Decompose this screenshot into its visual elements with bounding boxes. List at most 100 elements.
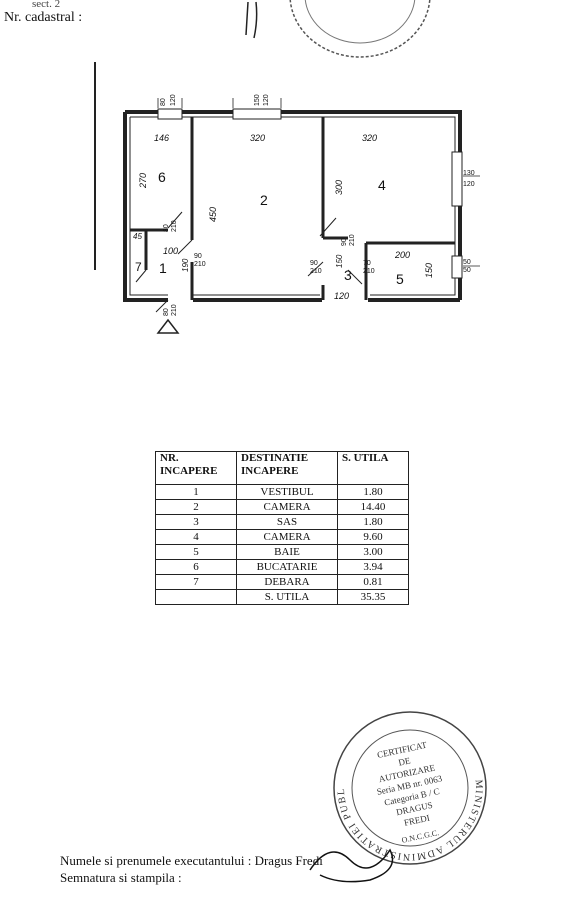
dim-h1: 100 xyxy=(163,246,178,256)
room-number-6: 6 xyxy=(158,169,166,185)
top-stamp-seal xyxy=(289,0,431,58)
header-nr: NR. INCAPERE xyxy=(155,451,237,485)
room-number-7: 7 xyxy=(135,260,142,274)
cell-nr: 5 xyxy=(155,544,237,560)
executant-name: Dragus Fredi xyxy=(254,853,323,868)
dim-w4: 320 xyxy=(362,133,377,143)
inner-walls xyxy=(130,117,455,300)
cell-nr xyxy=(155,589,237,605)
signature-icon xyxy=(309,848,394,883)
dim-win1a: 80 xyxy=(160,98,167,106)
dim-h6: 270 xyxy=(138,173,148,189)
dim-h2: 450 xyxy=(208,207,218,222)
cadastral-label: Nr. cadastral : xyxy=(4,10,83,25)
cell-nr: 2 xyxy=(155,499,237,515)
dim-w2: 320 xyxy=(250,133,265,143)
dim-d5b: 210 xyxy=(363,268,375,275)
cell-nr: 1 xyxy=(155,484,237,500)
dim-w6: 146 xyxy=(154,133,169,143)
doors xyxy=(135,211,363,313)
footer: Numele si prenumele executantului : Drag… xyxy=(60,852,323,886)
authorization-stamp: MINISTERUL ADMINISTRATIEI PUBLICE CERTIF… xyxy=(330,700,487,865)
outer-walls xyxy=(123,110,462,302)
cell-area: 3.94 xyxy=(337,559,409,575)
outer-walls-inner xyxy=(129,116,456,296)
cell-area: 3.00 xyxy=(337,544,409,560)
dim-w7: 45 xyxy=(133,232,142,241)
sect-label: sect. 2 xyxy=(32,0,61,10)
room-number-1: 1 xyxy=(159,260,167,276)
dim-h4: 300 xyxy=(334,180,344,195)
dimension-labels: 146 320 320 200 120 100 45 270 450 300 1… xyxy=(133,133,434,301)
cell-dest: SAS xyxy=(236,514,338,530)
cell-area: 9.60 xyxy=(337,529,409,545)
cell-nr: 3 xyxy=(155,514,237,530)
cell-total-area: 35.35 xyxy=(337,589,409,605)
windows xyxy=(157,108,463,279)
room-number-5: 5 xyxy=(396,271,404,287)
dim-d6b: 210 xyxy=(171,220,178,232)
dim-w3: 120 xyxy=(334,291,349,301)
dim-dEa: 80 xyxy=(163,308,170,316)
room-number-2: 2 xyxy=(260,192,268,208)
dim-d2a: 90 xyxy=(194,253,202,260)
dim-w5: 200 xyxy=(394,250,410,260)
executant-label: Numele si prenumele executantului : xyxy=(60,853,252,868)
dim-h5: 150 xyxy=(424,263,434,278)
dim-d3a: 90 xyxy=(310,260,318,267)
header-destinatie: DESTINATIE INCAPERE xyxy=(236,451,338,485)
cell-area: 1.80 xyxy=(337,484,409,500)
dim-win5a: 50 xyxy=(463,259,471,266)
cell-dest: DEBARA xyxy=(236,574,338,590)
cell-nr: 6 xyxy=(155,559,237,575)
cell-dest: VESTIBUL xyxy=(236,484,338,500)
signature-mark xyxy=(245,1,258,39)
dim-dEb: 210 xyxy=(171,304,178,316)
stamp-line: DE xyxy=(397,755,411,767)
dim-lines xyxy=(157,98,480,267)
table-header-row: NR. INCAPERE DESTINATIE INCAPERE S. UTIL… xyxy=(155,451,409,485)
room-number-3: 3 xyxy=(344,267,352,283)
dim-win4a: 130 xyxy=(463,170,475,177)
dim-d4b: 210 xyxy=(349,234,356,246)
room-numbers: 6 2 4 1 7 3 5 xyxy=(135,169,404,287)
dim-win5b: 50 xyxy=(463,267,471,274)
dim-h1b: 190 xyxy=(181,258,190,272)
cell-dest: BAIE xyxy=(236,544,338,560)
cell-nr: 7 xyxy=(155,574,237,590)
dim-h3: 150 xyxy=(335,254,344,268)
dim-d2b: 210 xyxy=(194,261,206,268)
dim-d4a: 90 xyxy=(341,238,348,246)
room-number-4: 4 xyxy=(378,177,386,193)
cell-total-label: S. UTILA xyxy=(236,589,338,605)
opening-labels: 80 120 150 120 130 120 50 50 80 210 90 2… xyxy=(160,94,475,316)
dim-d6a: 80 xyxy=(163,224,170,232)
header: sect. 2 Nr. cadastral : xyxy=(4,0,82,25)
rooms-table: NR. INCAPERE DESTINATIE INCAPERE S. UTIL… xyxy=(155,451,409,605)
dim-win2a: 150 xyxy=(254,94,261,106)
cell-area: 14.40 xyxy=(337,499,409,515)
cell-dest: CAMERA xyxy=(236,499,338,515)
cell-area: 1.80 xyxy=(337,514,409,530)
dim-win2b: 120 xyxy=(263,94,270,106)
dim-win1b: 120 xyxy=(170,94,177,106)
cell-dest: BUCATARIE xyxy=(236,559,338,575)
signature-label: Semnatura si stampila : xyxy=(60,870,182,885)
cell-nr: 4 xyxy=(155,529,237,545)
executant-line: Numele si prenumele executantului : Drag… xyxy=(60,852,323,869)
entry-marker-icon xyxy=(156,318,180,334)
floor-plan: 6 2 4 1 7 3 5 146 320 320 200 120 100 45… xyxy=(94,62,480,334)
dim-d3b: 210 xyxy=(310,268,322,275)
cell-area: 0.81 xyxy=(337,574,409,590)
cell-dest: CAMERA xyxy=(236,529,338,545)
dim-d5a: 70 xyxy=(363,260,371,267)
dim-win4b: 120 xyxy=(463,181,475,188)
